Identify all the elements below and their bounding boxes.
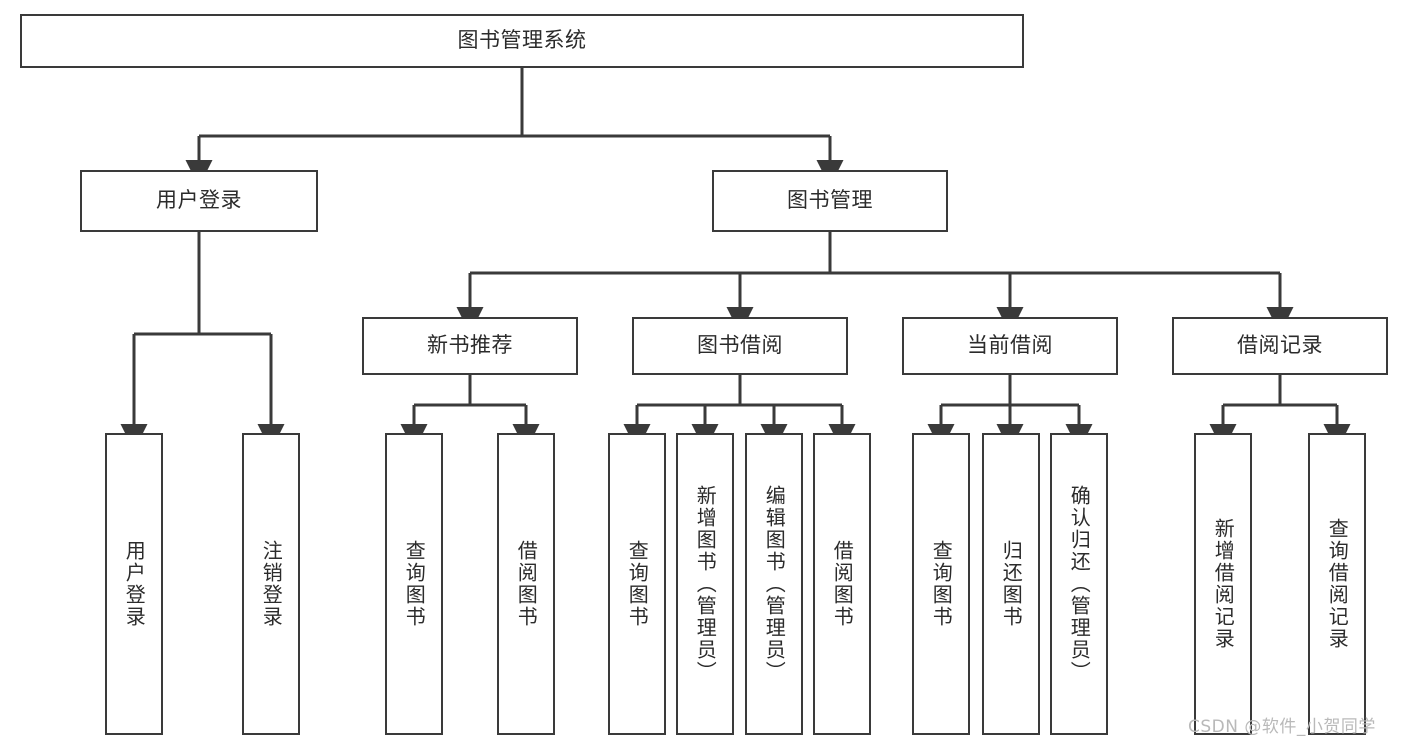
node-label: 查询图书 (929, 540, 954, 628)
node-label: 图书借阅 (697, 333, 783, 358)
node-leaf-query-book-1[interactable]: 查询图书 (385, 433, 443, 735)
node-leaf-query-borrow-record[interactable]: 查询借阅记录 (1308, 433, 1366, 735)
node-label: 查询图书 (402, 540, 427, 628)
node-leaf-query-book-3[interactable]: 查询图书 (912, 433, 970, 735)
node-leaf-user-logout[interactable]: 注销登录 (242, 433, 300, 735)
node-label: 用户登录 (156, 188, 242, 213)
node-label: 注销登录 (259, 540, 284, 628)
node-leaf-user-login[interactable]: 用户登录 (105, 433, 163, 735)
node-user-login[interactable]: 用户登录 (80, 170, 318, 232)
node-label: 图书管理 (787, 188, 873, 213)
node-leaf-edit-book-admin[interactable]: 编辑图书（管理员） (745, 433, 803, 735)
node-book-borrowing[interactable]: 图书借阅 (632, 317, 848, 375)
node-leaf-return-book[interactable]: 归还图书 (982, 433, 1040, 735)
node-label: 查询图书 (625, 540, 650, 628)
node-label: 借阅图书 (514, 540, 539, 628)
node-label: 借阅图书 (830, 540, 855, 628)
node-label: 借阅记录 (1237, 333, 1323, 358)
node-leaf-add-borrow-record[interactable]: 新增借阅记录 (1194, 433, 1252, 735)
node-label: 新增借阅记录 (1211, 518, 1236, 650)
node-new-book-recommendation[interactable]: 新书推荐 (362, 317, 578, 375)
node-label: 新书推荐 (427, 333, 513, 358)
node-leaf-add-book-admin[interactable]: 新增图书（管理员） (676, 433, 734, 735)
node-root-book-management-system[interactable]: 图书管理系统 (20, 14, 1024, 68)
node-label: 确认归还（管理员） (1067, 485, 1092, 683)
node-book-management[interactable]: 图书管理 (712, 170, 948, 232)
node-label: 用户登录 (122, 540, 147, 628)
node-current-borrowing[interactable]: 当前借阅 (902, 317, 1118, 375)
node-borrowing-record[interactable]: 借阅记录 (1172, 317, 1388, 375)
node-leaf-confirm-return-admin[interactable]: 确认归还（管理员） (1050, 433, 1108, 735)
node-label: 归还图书 (999, 540, 1024, 628)
node-leaf-borrow-book-1[interactable]: 借阅图书 (497, 433, 555, 735)
node-label: 查询借阅记录 (1325, 518, 1350, 650)
node-label: 图书管理系统 (457, 28, 587, 53)
node-label: 编辑图书（管理员） (762, 485, 787, 683)
csdn-watermark: CSDN @软件_小贺同学 (1188, 717, 1376, 737)
node-leaf-query-book-2[interactable]: 查询图书 (608, 433, 666, 735)
node-label: 新增图书（管理员） (693, 485, 718, 683)
node-leaf-borrow-book-2[interactable]: 借阅图书 (813, 433, 871, 735)
node-label: 当前借阅 (967, 333, 1053, 358)
